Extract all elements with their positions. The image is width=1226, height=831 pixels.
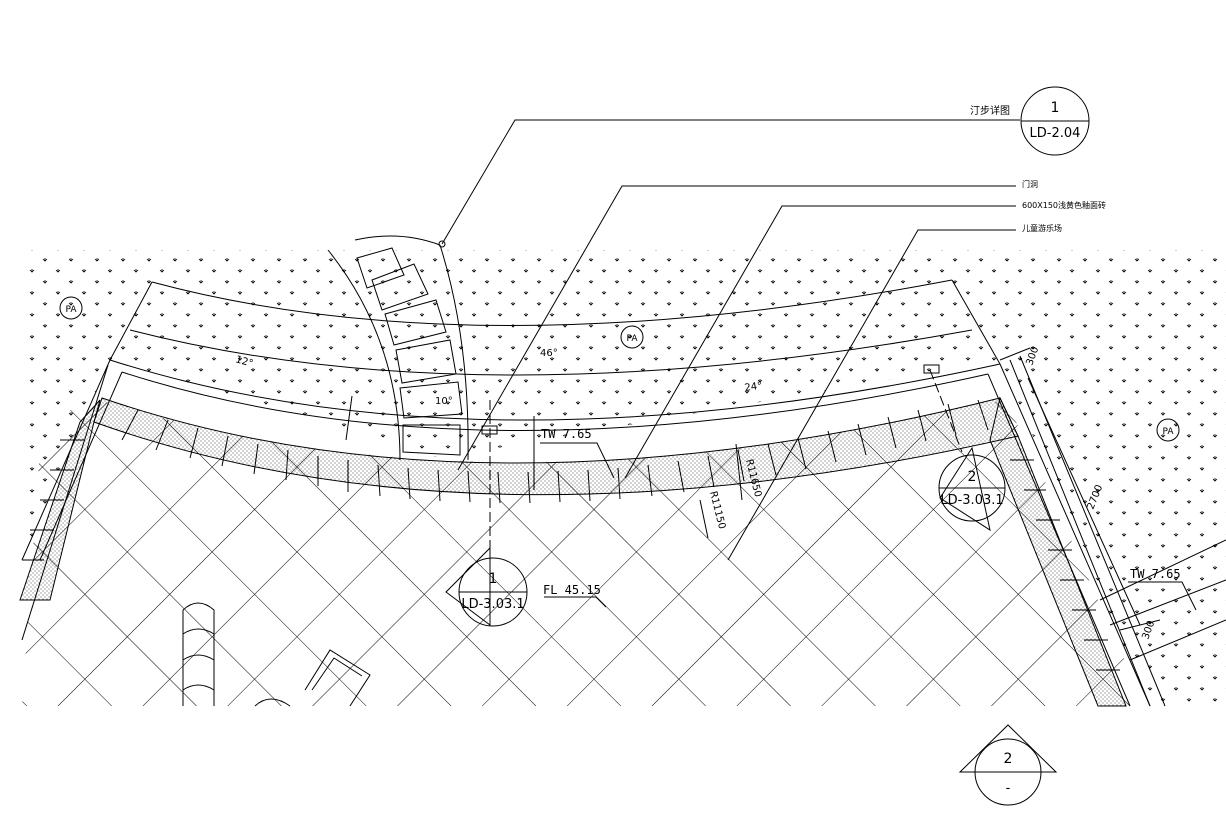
play-equipment: [182, 602, 371, 707]
angle-label: 24°: [744, 381, 763, 394]
leader-lines: [438, 119, 1197, 611]
dimension-lines: [109, 279, 1161, 631]
angle-label: 46°: [540, 348, 558, 359]
svg-text:LD-3.03.1: LD-3.03.1: [461, 597, 524, 612]
paver-band: [19, 396, 1127, 707]
svg-text:LD-3.03.1: LD-3.03.1: [940, 493, 1003, 508]
svg-text:-: -: [1006, 781, 1011, 796]
callout-label-gate: 门洞: [1022, 179, 1038, 189]
callout-label-paving: 600X150浅黄色釉面砖: [1022, 200, 1106, 210]
svg-text:2: 2: [1004, 751, 1013, 767]
level-label: FL 45.15: [543, 583, 601, 597]
zone-tag-pa-2: PA: [620, 325, 644, 349]
svg-text:PA: PA: [65, 305, 77, 315]
lawn-area: [22, 250, 1226, 706]
drawing-title-symbol: 2 -: [958, 724, 1058, 806]
svg-text:PA: PA: [626, 334, 638, 344]
svg-text:2: 2: [968, 469, 977, 485]
detail-reference-bubble: 1 LD-2.04: [1020, 86, 1090, 156]
callout-label-stepping-stone: 汀步详图: [970, 104, 1010, 117]
section-marker-2: 2 LD-3.03.1: [938, 446, 1006, 532]
angle-label: 12°: [234, 354, 254, 369]
zone-tag-pa-1: PA: [59, 296, 83, 320]
callout-label-play-area: 儿童游乐场: [1022, 223, 1062, 233]
section-marker-1: 1 LD-3.03.1: [445, 546, 528, 627]
svg-text:PA: PA: [1162, 427, 1174, 437]
zone-tag-pa-3: PA: [1156, 418, 1180, 442]
svg-text:LD-2.04: LD-2.04: [1030, 126, 1081, 141]
stepping-stone-path: [327, 235, 469, 461]
svg-text:1: 1: [1051, 100, 1060, 116]
angle-label: 10°: [435, 396, 453, 407]
level-label: TW 7.65: [1130, 567, 1181, 581]
svg-text:1: 1: [489, 571, 498, 587]
level-label: TW 7.65: [541, 427, 592, 441]
